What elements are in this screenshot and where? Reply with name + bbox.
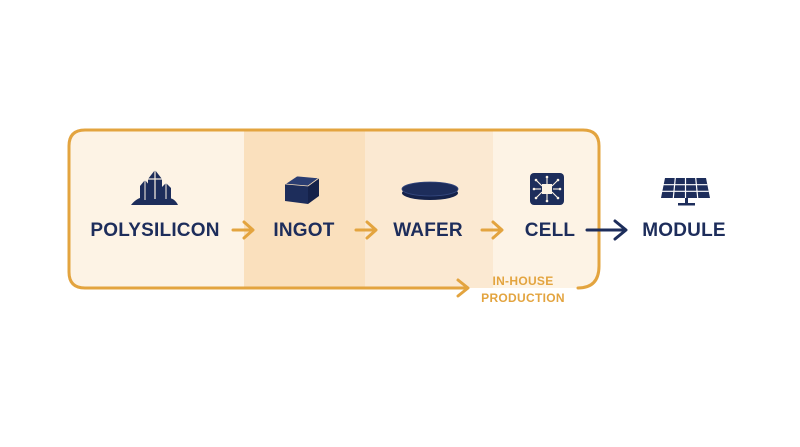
- panel-ingot: [244, 130, 365, 288]
- in-house-panels: [69, 130, 599, 288]
- panel-polysilicon: [69, 130, 244, 288]
- arrow-polysilicon-to-ingot: [231, 220, 255, 240]
- stage-label-polysilicon: POLYSILICON: [90, 220, 220, 241]
- panel-wafer: [365, 130, 493, 288]
- stage-label-module: MODULE: [642, 220, 726, 241]
- panel-cell: [493, 130, 599, 288]
- arrow-cell-to-module: [585, 219, 628, 241]
- in-house-outline: [67, 128, 601, 290]
- ingot-block-icon: [283, 175, 321, 204]
- wafer-disc-icon: [401, 181, 459, 200]
- stage-label-wafer: WAFER: [393, 220, 463, 241]
- stage-label-cell: CELL: [524, 220, 576, 241]
- arrow-ingot-to-wafer: [354, 220, 378, 240]
- solar-panel-icon: [661, 177, 710, 206]
- arrow-wafer-to-cell: [480, 220, 504, 240]
- in-house-bracket-arrowhead: [456, 278, 470, 298]
- cell-chip-icon: [530, 173, 564, 205]
- in-house-label-line2: PRODUCTION: [481, 291, 565, 305]
- stage-label-ingot: INGOT: [273, 220, 335, 241]
- crystals-icon: [131, 170, 178, 205]
- in-house-label-line1: IN-HOUSE: [492, 274, 554, 288]
